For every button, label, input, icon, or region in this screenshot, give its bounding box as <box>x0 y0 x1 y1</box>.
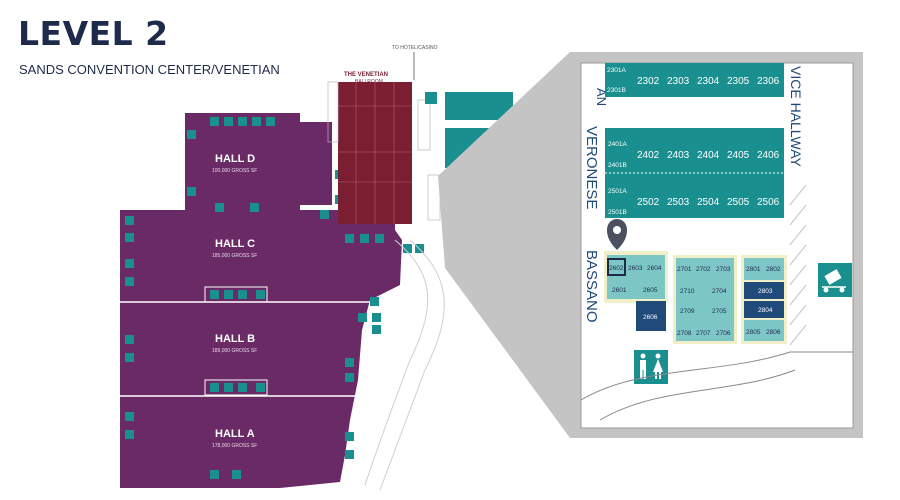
room-2602[interactable]: 2602 <box>609 265 624 272</box>
room-2401b[interactable]: 2401B <box>608 162 627 169</box>
room-2606-area[interactable] <box>636 301 666 331</box>
room-2702[interactable]: 2702 <box>696 266 711 273</box>
room-2606[interactable]: 2606 <box>643 314 658 321</box>
hatched-hallway <box>789 184 807 346</box>
room-2801-2802-area[interactable] <box>744 258 784 280</box>
room-2506[interactable]: 2506 <box>757 197 780 208</box>
room-2805-2806-area[interactable] <box>744 320 784 341</box>
ballroom-title: THE VENETIAN <box>344 72 388 78</box>
meeting-rooms-cluster[interactable] <box>445 92 513 120</box>
page-subtitle: SANDS CONVENTION CENTER/VENETIAN <box>19 62 280 77</box>
hall-c-gross: 185,000 GROSS SF <box>212 253 257 259</box>
location-pin-icon <box>607 219 627 250</box>
room-2803-area[interactable] <box>744 282 784 299</box>
room-2710[interactable]: 2710 <box>680 288 695 295</box>
room-2805[interactable]: 2805 <box>746 329 761 336</box>
restroom-marker <box>425 92 437 104</box>
room-2806[interactable]: 2806 <box>766 329 781 336</box>
amenity-box <box>204 286 268 303</box>
room-2802[interactable]: 2802 <box>766 266 781 273</box>
room-block-2700[interactable] <box>676 258 734 341</box>
room-2604[interactable]: 2604 <box>647 265 662 272</box>
room-2301a[interactable]: 2301A <box>607 67 626 74</box>
service-hallway-label: VICE HALLWAY <box>788 66 804 168</box>
room-2304[interactable]: 2304 <box>697 76 720 87</box>
hall-d-label: HALL D <box>215 153 255 165</box>
room-2701[interactable]: 2701 <box>677 266 692 273</box>
room-2501a[interactable]: 2501A <box>608 188 627 195</box>
amenity-box <box>204 379 268 396</box>
room-2706[interactable]: 2706 <box>716 330 731 337</box>
room-2305[interactable]: 2305 <box>727 76 750 87</box>
hall-a-label: HALL A <box>215 428 255 440</box>
ballroom-grid <box>338 82 412 224</box>
wall-curve <box>580 351 853 401</box>
room-2302[interactable]: 2302 <box>637 76 660 87</box>
room-2603[interactable]: 2603 <box>628 265 643 272</box>
room-2602-highlight[interactable] <box>607 258 626 276</box>
room-2801[interactable]: 2801 <box>746 266 761 273</box>
room-2306[interactable]: 2306 <box>757 76 780 87</box>
overview-map: HALL D 100,000 GROSS SF HALL C 185,000 G… <box>120 45 513 491</box>
room-2601[interactable]: 2601 <box>612 287 627 294</box>
room-block-2600[interactable] <box>607 255 665 299</box>
room-2505[interactable]: 2505 <box>727 197 750 208</box>
hall-b-label: HALL B <box>215 333 255 345</box>
room-2406[interactable]: 2406 <box>757 150 780 161</box>
corridor-outline <box>427 174 441 221</box>
room-2708[interactable]: 2708 <box>677 330 692 337</box>
room-2503[interactable]: 2503 <box>667 197 690 208</box>
hall-d-gross: 100,000 GROSS SF <box>212 168 257 174</box>
veronese-hallway-label: VERONESE <box>583 126 600 209</box>
ballroom-subtitle: BALLROOM <box>355 79 383 85</box>
room-2707[interactable]: 2707 <box>696 330 711 337</box>
room-2301b[interactable]: 2301B <box>607 87 626 94</box>
hall-b-gross: 189,000 GROSS SF <box>212 348 257 354</box>
room-2804-area[interactable] <box>744 301 784 318</box>
entrance-curve <box>364 239 429 486</box>
room-2404[interactable]: 2404 <box>697 150 720 161</box>
hall-a-gross: 178,000 GROSS SF <box>212 443 257 449</box>
room-2709[interactable]: 2709 <box>680 308 695 315</box>
room-2605[interactable]: 2605 <box>643 287 658 294</box>
zoom-callout <box>438 52 570 438</box>
room-2705[interactable]: 2705 <box>712 308 727 315</box>
hall-d-area[interactable] <box>185 113 332 214</box>
room-2303[interactable]: 2303 <box>667 76 690 87</box>
entrance-curve <box>379 239 445 491</box>
room-2401a[interactable]: 2401A <box>608 141 627 148</box>
page-title: LEVEL 2 <box>18 14 169 53</box>
room-2803[interactable]: 2803 <box>758 288 773 295</box>
room-2402[interactable]: 2402 <box>637 150 660 161</box>
room-2804[interactable]: 2804 <box>758 307 773 314</box>
bassano-hallway-label: BASSANO <box>583 250 600 323</box>
room-2403[interactable]: 2403 <box>667 150 690 161</box>
room-2405[interactable]: 2405 <box>727 150 750 161</box>
hall-cba-area[interactable] <box>120 210 402 488</box>
wall-curve <box>599 369 796 421</box>
hall-c-label: HALL C <box>215 238 255 250</box>
room-2704[interactable]: 2704 <box>712 288 727 295</box>
service-cart-icon <box>818 263 852 297</box>
room-row-2300[interactable] <box>605 63 784 97</box>
room-2502[interactable]: 2502 <box>637 197 660 208</box>
detail-inset: AN VERONESE BASSANO VICE HALLWAY 2301A 2… <box>570 52 863 438</box>
to-hotel-label: TO HOTEL/CASINO <box>392 45 438 51</box>
corridor-outline <box>417 99 431 151</box>
amenity-markers <box>125 117 424 479</box>
corridor-outline <box>327 81 339 143</box>
room-2703[interactable]: 2703 <box>716 266 731 273</box>
room-2504[interactable]: 2504 <box>697 197 720 208</box>
room-2501b[interactable]: 2501B <box>608 209 627 216</box>
